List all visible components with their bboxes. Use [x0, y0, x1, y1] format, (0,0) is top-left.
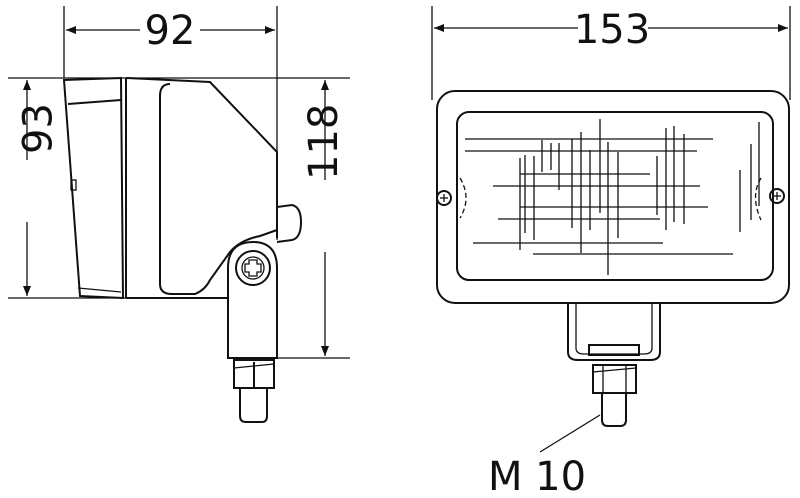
extension-lines: [8, 6, 350, 359]
side-view: 92 93 118: [8, 6, 350, 423]
dimension-153: 153: [431, 6, 791, 100]
mounting-stud: [233, 359, 275, 423]
dimension-label-92: 92: [145, 8, 196, 54]
lens-screw-left: [436, 177, 467, 219]
dimension-93: 93: [16, 80, 62, 296]
thread-label: M 10: [488, 454, 586, 498]
front-view: 153: [431, 6, 791, 498]
front-bracket: [567, 303, 661, 361]
housing-profile: [125, 77, 303, 299]
dimension-label-93: 93: [16, 103, 62, 154]
lens-pattern: [465, 119, 760, 275]
front-stud: [592, 364, 637, 427]
lens: [456, 111, 774, 281]
dimension-92: 92: [66, 8, 275, 54]
bolt-icon: [235, 250, 271, 286]
lens-screw-right: [754, 177, 785, 221]
thread-leader-line: [539, 414, 601, 453]
mounting-bracket: [227, 240, 278, 359]
dimension-label-153: 153: [574, 7, 650, 53]
dimension-118: 118: [301, 80, 347, 356]
screw-icon: [436, 190, 452, 206]
screw-icon: [769, 188, 785, 204]
dimension-label-118: 118: [301, 104, 347, 180]
lens-profile: [62, 76, 125, 300]
lamp-frame: [436, 90, 790, 304]
